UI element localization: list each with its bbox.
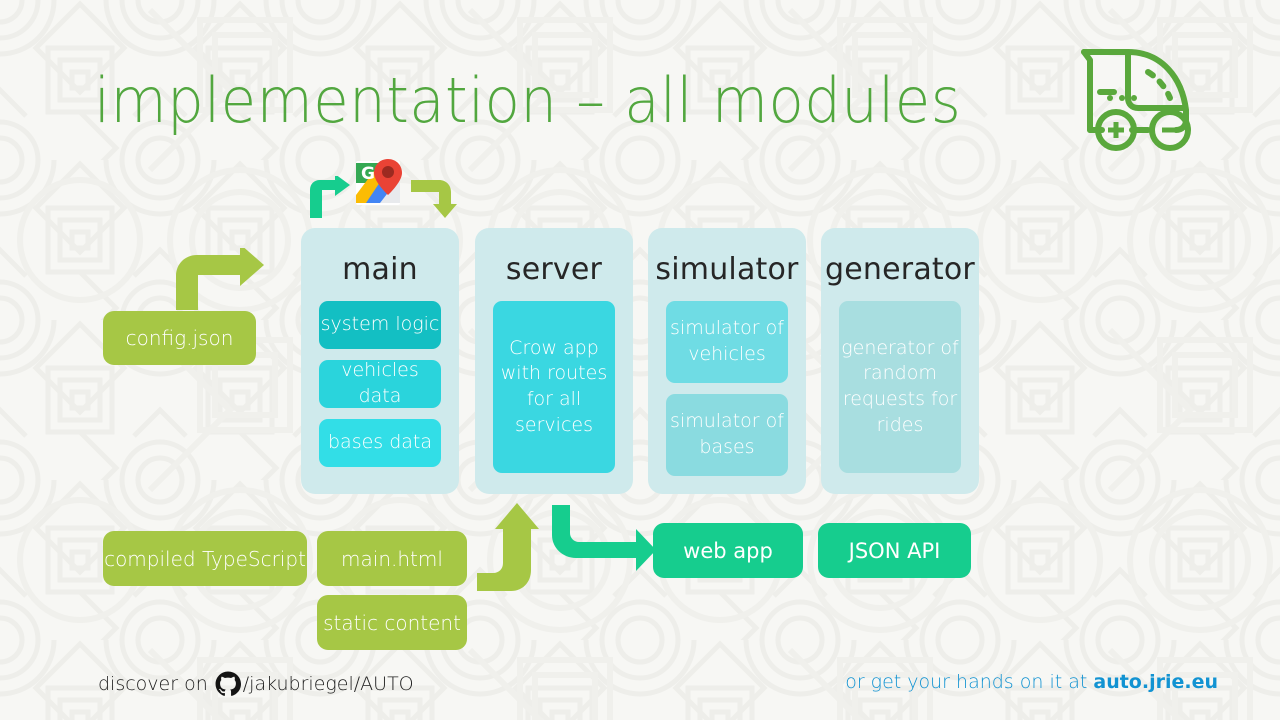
box-vehicles-data[interactable]: vehicles data <box>319 359 441 408</box>
module-simulator-title: simulator <box>655 252 799 287</box>
arrow-server-to-web-app <box>552 505 656 571</box>
github-icon[interactable] <box>215 671 241 697</box>
box-simulator-of-bases[interactable]: simulator of bases <box>666 394 788 476</box>
module-simulator[interactable]: simulator simulator of vehicles simulato… <box>648 228 806 494</box>
module-generator-title: generator <box>825 252 975 287</box>
svg-text:G: G <box>361 164 375 184</box>
footer-site-url[interactable]: auto.jrie.eu <box>1093 671 1218 693</box>
box-main-html[interactable]: main.html <box>317 531 467 586</box>
box-generator-of-random-requests[interactable]: generator of random requests for rides <box>839 301 961 473</box>
footer-discover-label: discover on <box>98 673 208 695</box>
box-config-json[interactable]: config.json <box>103 311 256 365</box>
arrow-maps-out-to-server <box>411 180 457 218</box>
footer-right: or get your hands on it at auto.jrie.eu <box>845 671 1218 693</box>
box-crow-app[interactable]: Crow app with routes for all services <box>493 301 615 473</box>
module-server-title: server <box>505 252 603 287</box>
box-static-content[interactable]: static content <box>317 595 467 650</box>
page-title: implementation – all modules <box>94 64 962 137</box>
box-web-app[interactable]: web app <box>653 523 803 578</box>
box-simulator-of-vehicles[interactable]: simulator of vehicles <box>666 301 788 383</box>
module-main[interactable]: main system logic vehicles data bases da… <box>301 228 459 494</box>
footer-site-label: or get your hands on it at <box>845 671 1088 693</box>
arrow-maps-into-main <box>310 176 350 218</box>
box-system-logic[interactable]: system logic <box>319 301 441 349</box>
arrow-main-html-to-server <box>477 503 539 591</box>
module-server[interactable]: server Crow app with routes for all serv… <box>475 228 633 494</box>
footer-repo-path[interactable]: /jakubriegel/AUTO <box>242 673 414 695</box>
arrow-config-to-main <box>176 248 264 310</box>
auto-vehicle-logo <box>1081 49 1191 151</box>
box-json-api[interactable]: JSON API <box>818 523 971 578</box>
module-main-title: main <box>342 252 418 287</box>
box-compiled-typescript[interactable]: compiled TypeScript <box>103 531 307 586</box>
footer-left: discover on /jakubriegel/AUTO <box>98 671 414 697</box>
module-generator[interactable]: generator generator of random requests f… <box>821 228 979 494</box>
google-maps-icon: G <box>356 159 402 205</box>
box-bases-data[interactable]: bases data <box>319 419 441 467</box>
